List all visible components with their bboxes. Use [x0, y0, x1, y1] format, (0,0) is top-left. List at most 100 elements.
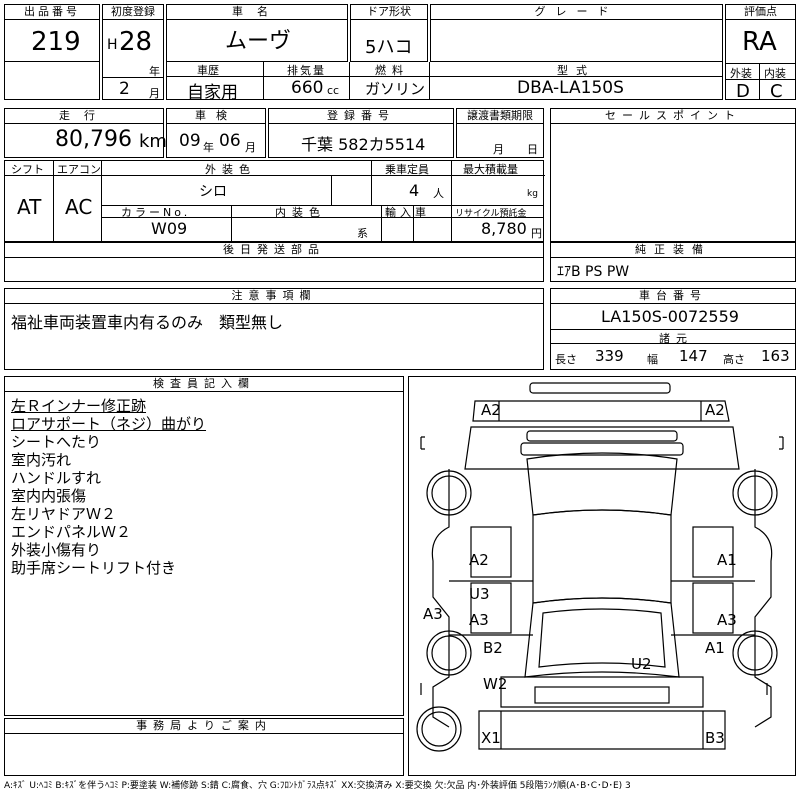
displacement-unit: cc — [327, 84, 340, 97]
damage-left-rear-door: A3 — [469, 611, 489, 629]
inspector-note: 室内汚れ — [11, 451, 72, 469]
caution-box: 注意事項欄 福祉車両装置車内有るのみ 類型無し — [4, 288, 544, 370]
damage-rear-right: B3 — [705, 729, 725, 747]
transfer-day: 日 — [527, 143, 538, 156]
damage-left-front-door: A2 — [469, 551, 489, 569]
caution-label: 注意事項欄 — [5, 289, 543, 304]
month-value: 2 — [119, 79, 130, 99]
damage-front-right: A2 — [705, 401, 725, 419]
mileage-value: 80,796 — [55, 127, 132, 152]
damage-left-rear-quarter: B2 — [483, 639, 503, 657]
length-label: 長さ — [555, 353, 577, 366]
int-label: 内装 — [764, 67, 786, 80]
capacity-label: 乗車定員 — [385, 163, 429, 176]
lot-number-box: 出品番号 219 — [4, 4, 100, 100]
registration-box: 登録番号 千葉 582カ5514 — [268, 108, 454, 158]
registration-value: 千葉 582カ5514 — [301, 135, 426, 154]
grade-box: グレード — [430, 4, 723, 62]
inspector-note: 室内内張傷 — [11, 487, 87, 505]
ext-value: D — [736, 81, 750, 102]
fuel-value: ガソリン — [365, 80, 426, 98]
car-name-value: ムーヴ — [225, 29, 292, 54]
inspector-note: エンドパネルＷ２ — [11, 523, 132, 541]
ext-label: 外装 — [730, 67, 752, 80]
transfer-month: 月 — [493, 143, 504, 156]
year-unit: 年 — [149, 65, 160, 78]
first-registration-box: 初度登録 H 28 年 2 月 — [102, 4, 164, 100]
mileage-unit: km — [139, 131, 167, 152]
int-color-unit: 系 — [357, 227, 368, 240]
height-value: 163 — [761, 347, 790, 365]
year-value: 28 — [119, 27, 153, 57]
grade-label: グレード — [431, 5, 722, 20]
damage-right-rear-quarter: A1 — [705, 639, 725, 657]
damage-front-left: A2 — [481, 401, 501, 419]
car-name-label: 車名 — [167, 5, 347, 20]
recycle-value: 8,780 — [481, 219, 527, 238]
width-label: 幅 — [647, 353, 658, 366]
genuine-equipment-label: 純正装備 — [551, 243, 795, 258]
max-load-unit: kg — [527, 189, 538, 199]
damage-left-rear-fender: A3 — [423, 605, 443, 623]
ac-label: エアコン — [57, 163, 101, 176]
damage-left-rear-lower: W2 — [483, 675, 508, 693]
later-parts-box: 後日発送部品 — [4, 242, 544, 282]
damage-rear-left: X1 — [481, 729, 501, 747]
score-label: 評価点 — [726, 5, 795, 20]
door-label: ドア形状 — [351, 5, 427, 20]
inspector-note: ハンドルすれ — [11, 469, 102, 487]
genuine-equipment-box: 純正装備 ｴｱB PS PW — [550, 242, 796, 282]
mileage-box: 走行 80,796 km — [4, 108, 167, 158]
capacity-unit: 人 — [433, 187, 444, 200]
legend-footer: A:ｷｽﾞ U:ﾍｺﾐ B:ｷｽﾞを伴うﾍｺﾐ P:要塗装 W:補修跡 S:錆 … — [4, 781, 631, 791]
capacity-value: 4 — [409, 181, 420, 200]
inspection-label: 車検 — [167, 109, 265, 124]
fuel-label: 燃料 — [375, 64, 409, 77]
inspector-note: 左リヤドアＷ２ — [11, 505, 117, 523]
score-value: RA — [742, 27, 777, 57]
height-label: 高さ — [723, 353, 745, 366]
shift-ac-box: シフト エアコン 外装色 乗車定員 最大積載量 AT AC シロ 4 人 kg … — [4, 160, 545, 242]
era-value: H — [107, 37, 118, 53]
model-value: DBA-LA150S — [517, 78, 624, 98]
inspection-month-unit: 月 — [245, 141, 256, 154]
damage-right-front-door: A1 — [717, 551, 737, 569]
inspection-month: 06 — [219, 131, 241, 151]
shift-label: シフト — [11, 163, 44, 176]
chassis-label: 車台番号 — [551, 289, 795, 304]
genuine-equipment-value: ｴｱB PS PW — [557, 264, 630, 280]
inspector-note: シートへたり — [11, 433, 102, 451]
inspection-box: 車検 09 年 06 月 — [166, 108, 266, 158]
damage-roof-rear: U2 — [631, 655, 652, 673]
chassis-value: LA150S-0072559 — [601, 307, 739, 326]
mileage-label: 走行 — [5, 109, 163, 124]
int-value: C — [770, 81, 783, 102]
car-diagram: A2 A2 A2 A1 U3 A3 A3 A3 B2 A1 U2 W2 X1 B… — [408, 376, 796, 776]
chassis-box: 車台番号 LA150S-0072559 諸元 長さ 339 幅 147 高さ 1… — [550, 288, 796, 370]
first-registration-label: 初度登録 — [103, 5, 163, 20]
month-unit: 月 — [149, 87, 160, 100]
transfer-box: 譲渡書類期限 月 日 — [456, 108, 544, 158]
door-value: 5ハコ — [365, 37, 413, 58]
inspector-note: 外装小傷有り — [11, 541, 102, 559]
inspection-year: 09 — [179, 131, 201, 151]
color-no-label: カラーNo. — [121, 206, 191, 219]
color-label: 外装色 — [205, 163, 256, 176]
recycle-unit: 円 — [531, 227, 542, 240]
damage-right-rear-door: A3 — [717, 611, 737, 629]
displacement-label: 排気量 — [287, 64, 326, 77]
registration-label: 登録番号 — [269, 109, 453, 124]
sales-point-box: セールスポイント — [550, 108, 796, 242]
import-label: 輸入車 — [385, 206, 430, 219]
displacement-value: 660 — [291, 78, 324, 98]
model-label: 型式 — [557, 64, 595, 77]
inspector-note: 左Ｒインナー修正跡 — [11, 397, 147, 415]
damage-left-rocker: U3 — [469, 585, 490, 603]
transfer-label: 譲渡書類期限 — [457, 109, 543, 124]
office-notice-label: 事務局よりご案内 — [5, 719, 403, 734]
history-label: 車歴 — [197, 64, 219, 77]
shift-value: AT — [17, 195, 42, 219]
history-row: 車歴 排気量 燃料 型式 自家用 660 cc ガソリン DBA-LA150S — [166, 62, 723, 103]
specs-label: 諸元 — [659, 332, 693, 345]
inspector-notes-box: 検査員記入欄 左Ｒインナー修正跡 ロアサポート（ネジ）曲がり シートへたり 室内… — [4, 376, 404, 716]
